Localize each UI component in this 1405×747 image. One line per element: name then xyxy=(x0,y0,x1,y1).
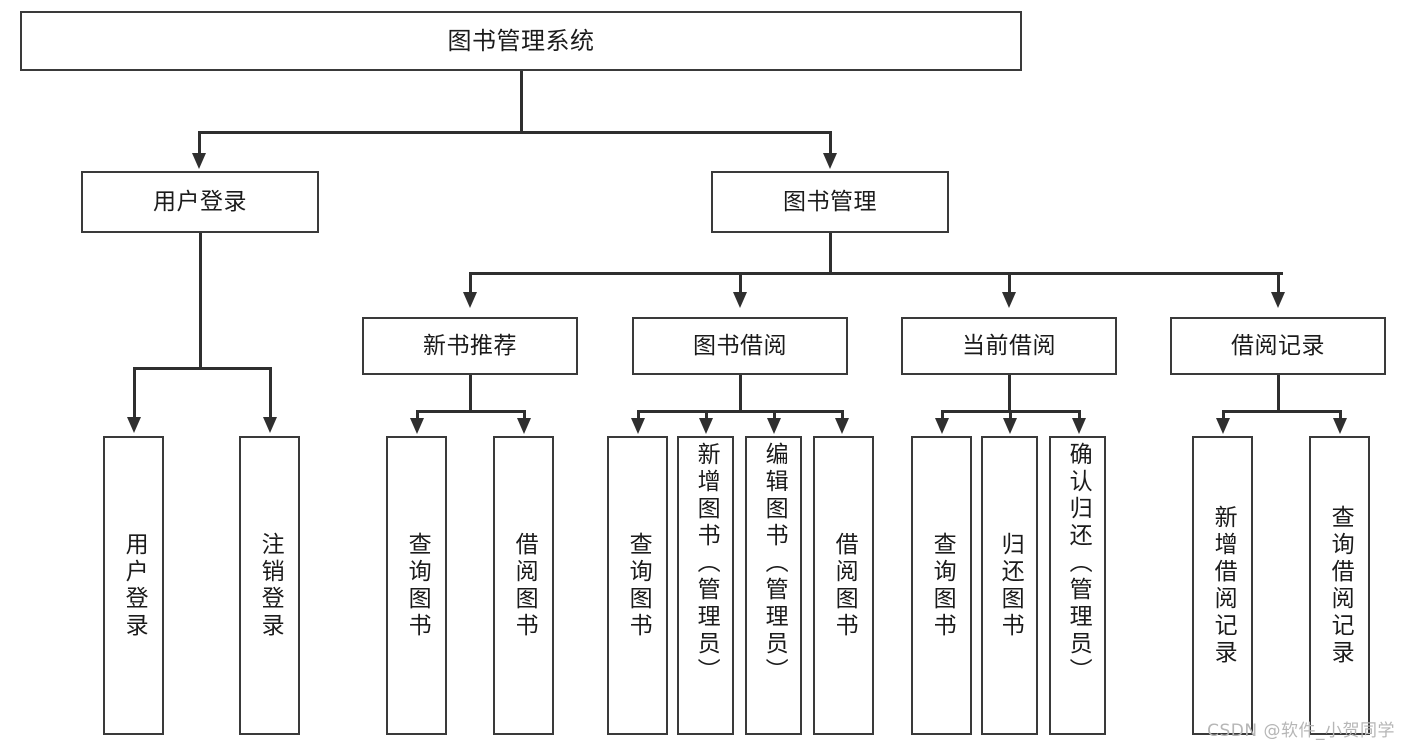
node-label: 新增借阅记录 xyxy=(1210,504,1237,667)
node-user-login[interactable]: 用户登录 xyxy=(81,171,319,233)
node-book-management[interactable]: 图书管理 xyxy=(711,171,949,233)
leaf-add-borrow-record[interactable]: 新增借阅记录 xyxy=(1192,436,1253,735)
connector-book-management-stem xyxy=(829,233,832,272)
leaf-borrow-book[interactable]: 借阅图书 xyxy=(813,436,874,735)
arrow-to-book-borrow xyxy=(733,292,747,308)
connector-drop-new-book-recommend xyxy=(469,272,472,294)
leaf-confirm-return-admin[interactable]: 确认归还（管理员） xyxy=(1049,436,1106,735)
connector-drop-cb-leaf-2 xyxy=(1009,410,1012,420)
arrow-to-leaf-user-login xyxy=(127,417,141,433)
node-label: 注销登录 xyxy=(257,531,284,640)
connector-borrow-records-bar xyxy=(1222,410,1339,413)
arrow-to-user-login xyxy=(192,153,206,169)
connector-level2-drop-book-management xyxy=(829,131,832,155)
leaf-query-book-borrow[interactable]: 查询图书 xyxy=(607,436,668,735)
arrow-to-current-borrow xyxy=(1002,292,1016,308)
leaf-query-borrow-record[interactable]: 查询借阅记录 xyxy=(1309,436,1370,735)
connector-root-stem xyxy=(520,71,523,131)
connector-drop-cb-leaf-3 xyxy=(1078,410,1081,420)
node-label: 图书管理系统 xyxy=(447,27,595,55)
connector-drop-current-borrow xyxy=(1008,272,1011,294)
node-label: 图书借阅 xyxy=(693,332,787,359)
node-label: 借阅图书 xyxy=(511,531,538,640)
connector-new-book-recommend-stem xyxy=(469,375,472,410)
connector-book-borrow-bar xyxy=(637,410,841,413)
node-label: 借阅记录 xyxy=(1231,332,1325,359)
connector-level3-bar xyxy=(469,272,1283,275)
node-root-book-management-system[interactable]: 图书管理系统 xyxy=(20,11,1022,71)
arrow-to-nbr-leaf-1 xyxy=(410,418,424,434)
connector-drop-logout-leaf xyxy=(269,367,272,419)
leaf-logout[interactable]: 注销登录 xyxy=(239,436,300,735)
connector-user-login-stem xyxy=(199,233,202,367)
connector-level2-drop-user-login xyxy=(198,131,201,155)
leaf-user-login[interactable]: 用户登录 xyxy=(103,436,164,735)
node-label: 查询借阅记录 xyxy=(1327,504,1354,667)
connector-drop-br-leaf-1 xyxy=(1222,410,1225,420)
arrow-to-book-management xyxy=(823,153,837,169)
connector-drop-bb-leaf-4 xyxy=(841,410,844,420)
connector-drop-user-login-leaf xyxy=(133,367,136,419)
arrow-to-cb-leaf-1 xyxy=(935,418,949,434)
node-label: 查询图书 xyxy=(929,531,956,640)
node-borrow-records[interactable]: 借阅记录 xyxy=(1170,317,1386,375)
node-label: 借阅图书 xyxy=(831,531,858,640)
arrow-to-bb-leaf-2 xyxy=(699,418,713,434)
arrow-to-new-book-recommend xyxy=(463,292,477,308)
connector-new-book-recommend-bar xyxy=(416,410,523,413)
arrow-to-cb-leaf-2 xyxy=(1003,418,1017,434)
leaf-borrow-book-recommend[interactable]: 借阅图书 xyxy=(493,436,554,735)
connector-current-borrow-stem xyxy=(1008,375,1011,410)
node-current-borrow[interactable]: 当前借阅 xyxy=(901,317,1117,375)
connector-drop-bb-leaf-1 xyxy=(637,410,640,420)
node-label: 编辑图书（管理员） xyxy=(761,442,788,685)
node-label: 查询图书 xyxy=(404,531,431,640)
arrow-to-bb-leaf-1 xyxy=(631,418,645,434)
leaf-query-book-current[interactable]: 查询图书 xyxy=(911,436,972,735)
leaf-add-book-admin[interactable]: 新增图书（管理员） xyxy=(677,436,734,735)
arrow-to-bb-leaf-4 xyxy=(835,418,849,434)
connector-user-login-bar xyxy=(133,367,269,370)
node-label: 新增图书（管理员） xyxy=(693,442,720,685)
node-label: 用户登录 xyxy=(121,531,148,640)
arrow-to-br-leaf-2 xyxy=(1333,418,1347,434)
connector-borrow-records-stem xyxy=(1277,375,1280,410)
node-label: 归还图书 xyxy=(997,531,1024,640)
connector-drop-cb-leaf-1 xyxy=(941,410,944,420)
arrow-to-bb-leaf-3 xyxy=(767,418,781,434)
arrow-to-borrow-records xyxy=(1271,292,1285,308)
leaf-query-book-recommend[interactable]: 查询图书 xyxy=(386,436,447,735)
connector-drop-book-borrow xyxy=(739,272,742,294)
leaf-edit-book-admin[interactable]: 编辑图书（管理员） xyxy=(745,436,802,735)
connector-book-borrow-stem xyxy=(739,375,742,410)
arrow-to-leaf-logout xyxy=(263,417,277,433)
connector-level2-bar xyxy=(198,131,832,134)
leaf-return-book[interactable]: 归还图书 xyxy=(981,436,1038,735)
node-new-book-recommend[interactable]: 新书推荐 xyxy=(362,317,578,375)
node-label: 确认归还（管理员） xyxy=(1065,442,1092,685)
node-label: 用户登录 xyxy=(153,188,247,215)
arrow-to-br-leaf-1 xyxy=(1216,418,1230,434)
node-label: 当前借阅 xyxy=(962,332,1056,359)
arrow-to-cb-leaf-3 xyxy=(1072,418,1086,434)
connector-drop-bb-leaf-3 xyxy=(773,410,776,420)
node-book-borrow[interactable]: 图书借阅 xyxy=(632,317,848,375)
node-label: 查询图书 xyxy=(625,531,652,640)
arrow-to-nbr-leaf-2 xyxy=(517,418,531,434)
node-label: 新书推荐 xyxy=(423,332,517,359)
node-label: 图书管理 xyxy=(783,188,877,215)
connector-drop-nbr-leaf-2 xyxy=(523,410,526,420)
connector-drop-borrow-records xyxy=(1277,272,1280,294)
connector-drop-nbr-leaf-1 xyxy=(416,410,419,420)
connector-drop-bb-leaf-2 xyxy=(705,410,708,420)
connector-drop-br-leaf-2 xyxy=(1339,410,1342,420)
